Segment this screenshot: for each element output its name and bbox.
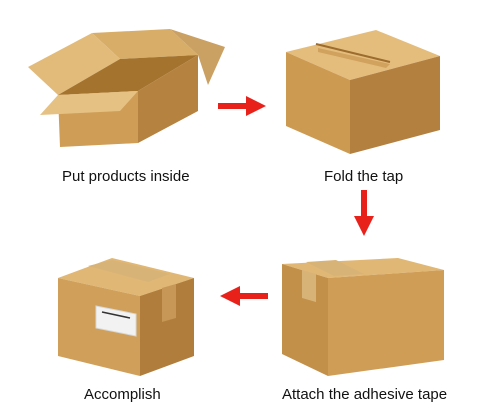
open-box-icon: [28, 29, 225, 147]
taped-box-icon: [282, 258, 444, 376]
arrow-right-icon: [218, 96, 266, 116]
arrow-left-icon: [220, 286, 268, 306]
arrow-down-icon: [354, 190, 374, 236]
folded-box-icon: [286, 30, 440, 154]
step-label: Put products inside: [62, 168, 190, 185]
step-label: Accomplish: [84, 386, 161, 403]
step-label: Fold the tap: [324, 168, 404, 185]
labeled-box-icon: [58, 258, 194, 376]
step-label: Attach the adhesive tape: [282, 386, 448, 403]
